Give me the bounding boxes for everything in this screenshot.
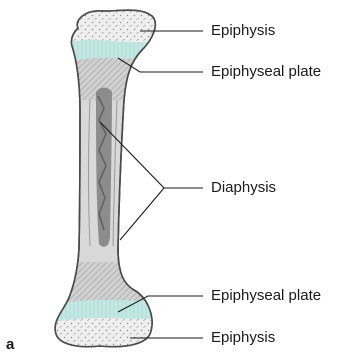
label-diaphysis: Diaphysis <box>211 179 276 197</box>
panel-letter: a <box>6 336 14 354</box>
label-epiphysis-bottom: Epiphysis <box>211 329 275 347</box>
marrow-cavity <box>96 88 112 247</box>
leader-diaphysis-b <box>120 188 164 240</box>
label-epiphyseal-plate-bottom: Epiphyseal plate <box>211 287 321 305</box>
label-epiphysis-top: Epiphysis <box>211 22 275 40</box>
top-epiphysis-region <box>60 0 170 44</box>
label-epiphyseal-plate-top: Epiphyseal plate <box>211 63 321 81</box>
